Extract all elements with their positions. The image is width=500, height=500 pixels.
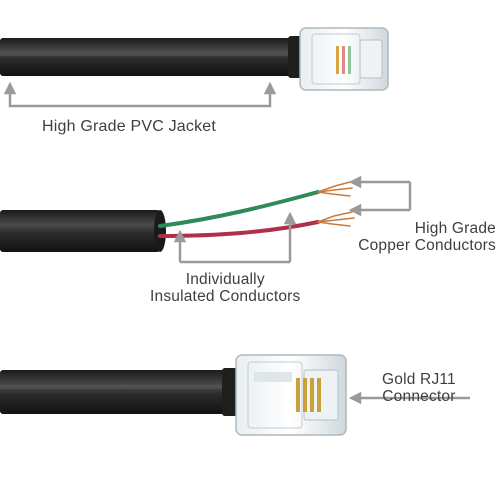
insulated-wires <box>158 190 320 238</box>
middle-cable <box>0 210 166 252</box>
copper-strands <box>317 181 355 227</box>
pvc-jacket-label: High Grade PVC Jacket <box>42 118 217 135</box>
bottom-cable <box>0 368 244 416</box>
insulated-arrow-icon <box>173 211 297 264</box>
top-cable <box>0 36 310 78</box>
insulated-conductors-label: Individually Insulated Conductors <box>150 271 300 305</box>
rj11-connector-label: Gold RJ11 Connector <box>382 371 456 405</box>
rj11-label-line1: Gold RJ11 <box>382 371 456 388</box>
copper-arrow-icon <box>348 175 412 217</box>
copper-label-line2: Copper Conductors <box>358 237 496 254</box>
insulated-label-line2: Insulated Conductors <box>150 288 301 305</box>
insulated-label-line1: Individually <box>185 271 265 288</box>
pvc-jacket-arrow-icon <box>3 81 277 108</box>
copper-label-line1: High Grade <box>414 220 496 237</box>
bottom-rj11-plug <box>235 354 347 436</box>
rj11-label-line2: Connector <box>382 388 456 405</box>
top-rj11-plug <box>299 27 389 91</box>
copper-conductors-label: High Grade Copper Conductors <box>358 220 496 254</box>
